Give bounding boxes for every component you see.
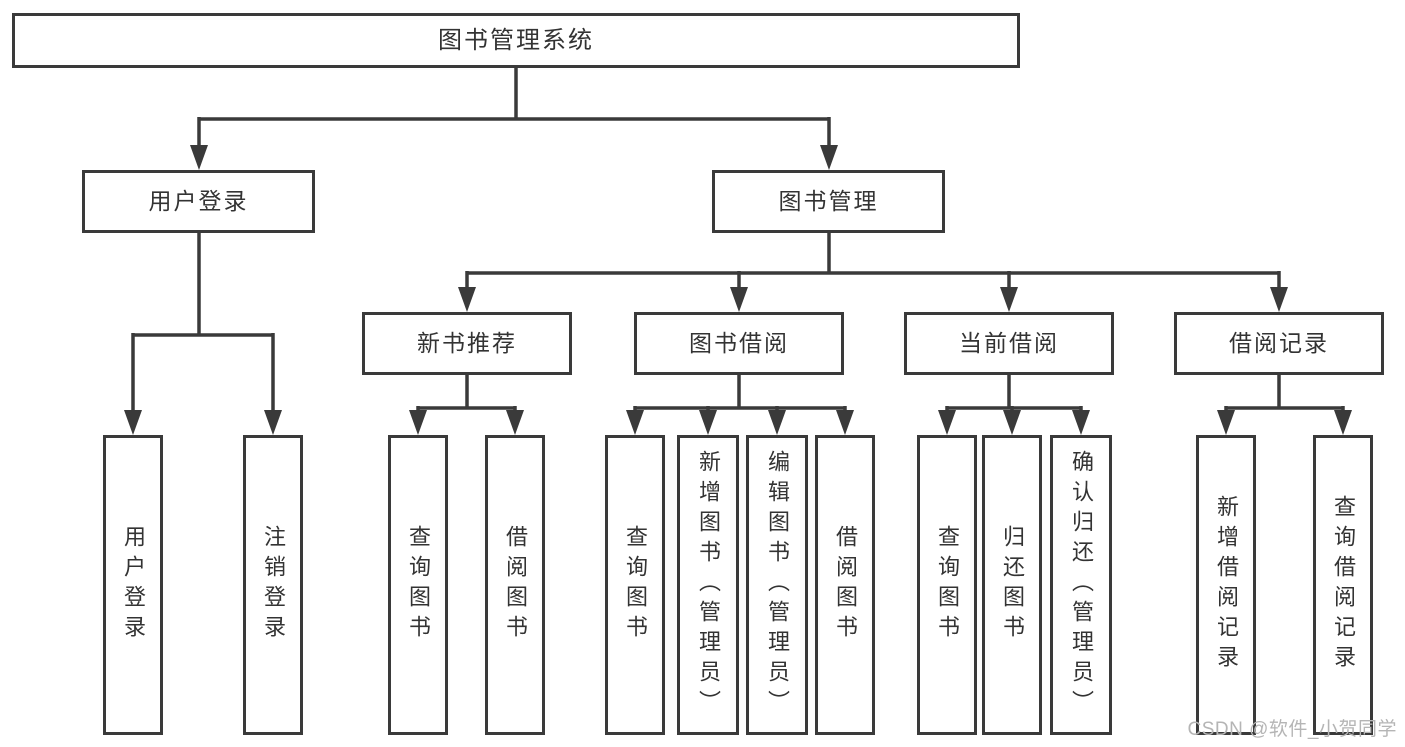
leaf-cb-return-books: 归还图书 [982, 435, 1042, 735]
node-current-borrow-label: 当前借阅 [959, 330, 1059, 356]
leaf-nr-borrow-books-label: 借阅图书 [503, 525, 528, 645]
leaf-nr-borrow-books: 借阅图书 [485, 435, 545, 735]
leaf-user-login-label: 用户登录 [121, 525, 146, 645]
node-user-login: 用户登录 [82, 170, 315, 233]
leaf-br-query-record: 查询借阅记录 [1313, 435, 1373, 735]
leaf-logout-label: 注销登录 [261, 525, 286, 645]
node-book-management: 图书管理 [712, 170, 945, 233]
leaf-user-login: 用户登录 [103, 435, 163, 735]
node-book-borrow-label: 图书借阅 [689, 330, 789, 356]
leaf-cb-confirm-return-admin: 确认归还（管理员） [1050, 435, 1112, 735]
leaf-nr-query-books-label: 查询图书 [406, 525, 431, 645]
leaf-br-query-record-label: 查询借阅记录 [1331, 495, 1356, 675]
leaf-nr-query-books: 查询图书 [388, 435, 448, 735]
node-new-book-recommend-label: 新书推荐 [417, 330, 517, 356]
node-new-book-recommend: 新书推荐 [362, 312, 572, 375]
leaf-bb-query-books: 查询图书 [605, 435, 665, 735]
leaf-bb-borrow-books: 借阅图书 [815, 435, 875, 735]
node-root-label: 图书管理系统 [438, 26, 594, 54]
leaf-br-add-record-label: 新增借阅记录 [1214, 495, 1239, 675]
node-root: 图书管理系统 [12, 13, 1020, 68]
node-borrow-records-label: 借阅记录 [1229, 330, 1329, 356]
leaf-bb-add-books-admin: 新增图书（管理员） [677, 435, 739, 735]
leaf-logout: 注销登录 [243, 435, 303, 735]
leaf-br-add-record: 新增借阅记录 [1196, 435, 1256, 735]
leaf-cb-return-books-label: 归还图书 [1000, 525, 1025, 645]
csdn-watermark: CSDN @软件_小贺同学 [1187, 719, 1397, 740]
node-book-borrow: 图书借阅 [634, 312, 844, 375]
leaf-cb-query-books: 查询图书 [917, 435, 977, 735]
leaf-bb-edit-books-admin: 编辑图书（管理员） [746, 435, 808, 735]
leaf-cb-confirm-return-admin-label: 确认归还（管理员） [1069, 450, 1094, 720]
leaf-bb-borrow-books-label: 借阅图书 [833, 525, 858, 645]
leaf-cb-query-books-label: 查询图书 [935, 525, 960, 645]
node-book-management-label: 图书管理 [778, 188, 879, 214]
leaf-bb-edit-books-admin-label: 编辑图书（管理员） [765, 450, 790, 720]
node-borrow-records: 借阅记录 [1174, 312, 1384, 375]
leaf-bb-query-books-label: 查询图书 [623, 525, 648, 645]
node-current-borrow: 当前借阅 [904, 312, 1114, 375]
node-user-login-label: 用户登录 [148, 188, 249, 214]
leaf-bb-add-books-admin-label: 新增图书（管理员） [696, 450, 721, 720]
